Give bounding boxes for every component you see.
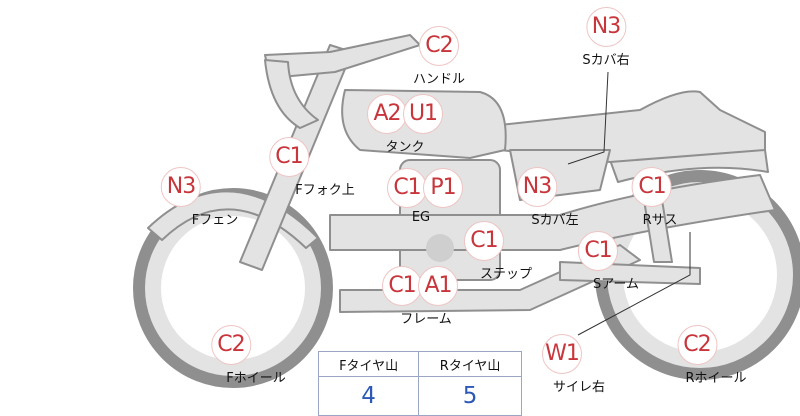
part-label: ステップ bbox=[479, 267, 533, 282]
part-engine: C1 P1 EG bbox=[387, 168, 463, 225]
part-step: C1 ステップ bbox=[463, 221, 533, 282]
tire-tread-table: Fタイヤ山 Rタイヤ山 4 5 bbox=[317, 351, 522, 416]
part-label: Fホイール bbox=[226, 371, 286, 386]
grade-badge: N3 bbox=[516, 167, 557, 207]
part-label: ハンドル bbox=[412, 72, 466, 87]
part-label: EG bbox=[411, 210, 431, 225]
part-label: Sカバ右 bbox=[582, 53, 630, 68]
part-s-cover-left: N3 Sカバ左 bbox=[516, 167, 579, 228]
part-f-fender: N3 Fフェン bbox=[142, 167, 238, 228]
part-label: タンク bbox=[385, 140, 425, 155]
leader-s-cover-right bbox=[567, 71, 609, 165]
part-tank: A2 U1 タンク bbox=[367, 94, 443, 155]
part-label: Rホイール bbox=[685, 371, 747, 386]
part-label: サイレ右 bbox=[552, 380, 606, 395]
part-label: Sアーム bbox=[592, 277, 640, 292]
part-f-wheel: C2 Fホイール bbox=[210, 325, 286, 386]
rear-tread-header: Rタイヤ山 bbox=[418, 351, 522, 377]
part-label: Rサス bbox=[642, 213, 678, 228]
part-frame: C1 A1 フレーム bbox=[382, 266, 458, 327]
grade-badge: A1 bbox=[418, 266, 458, 306]
part-label: Fフェン bbox=[191, 213, 239, 228]
grade-badge: C2 bbox=[418, 26, 459, 66]
front-tread-value: 4 bbox=[317, 376, 420, 416]
grade-badge: C1 bbox=[632, 167, 672, 207]
grade-badge: A2 bbox=[367, 94, 407, 134]
part-f-fork: C1 Fフォク上 bbox=[245, 137, 355, 198]
part-label: フレーム bbox=[400, 312, 452, 327]
part-r-suspension: C1 Rサス bbox=[632, 167, 678, 228]
grade-badge: C1 bbox=[268, 137, 309, 177]
grade-badge: C2 bbox=[210, 325, 251, 365]
headlight-shape bbox=[264, 59, 319, 129]
grade-badge: C1 bbox=[463, 221, 504, 261]
part-handle: C2 ハンドル bbox=[413, 26, 465, 87]
grade-badge: W1 bbox=[541, 334, 582, 374]
part-s-arm: C1 Sアーム bbox=[578, 231, 640, 292]
grade-badge: C1 bbox=[387, 168, 427, 208]
rear-tread-value: 5 bbox=[418, 376, 522, 416]
part-s-cover-right: N3 Sカバ右 bbox=[582, 7, 630, 68]
part-r-wheel: C2 Rホイール bbox=[676, 325, 747, 386]
grade-badge: N3 bbox=[585, 7, 626, 47]
engine-cover-circle bbox=[426, 234, 454, 262]
grade-badge: N3 bbox=[160, 167, 201, 207]
leader-silencer-right bbox=[577, 232, 691, 336]
grade-badge: C1 bbox=[578, 231, 618, 271]
front-tread-header: Fタイヤ山 bbox=[317, 351, 420, 377]
seat-shape bbox=[499, 90, 766, 163]
part-label: Fフォク上 bbox=[295, 183, 355, 198]
part-silencer-right: W1 サイレ右 bbox=[541, 334, 606, 395]
grade-badge: P1 bbox=[423, 168, 463, 208]
grade-badge: C2 bbox=[676, 325, 717, 365]
grade-badge: U1 bbox=[403, 94, 443, 134]
part-label: Sカバ左 bbox=[531, 213, 579, 228]
grade-badge: C1 bbox=[382, 266, 422, 306]
